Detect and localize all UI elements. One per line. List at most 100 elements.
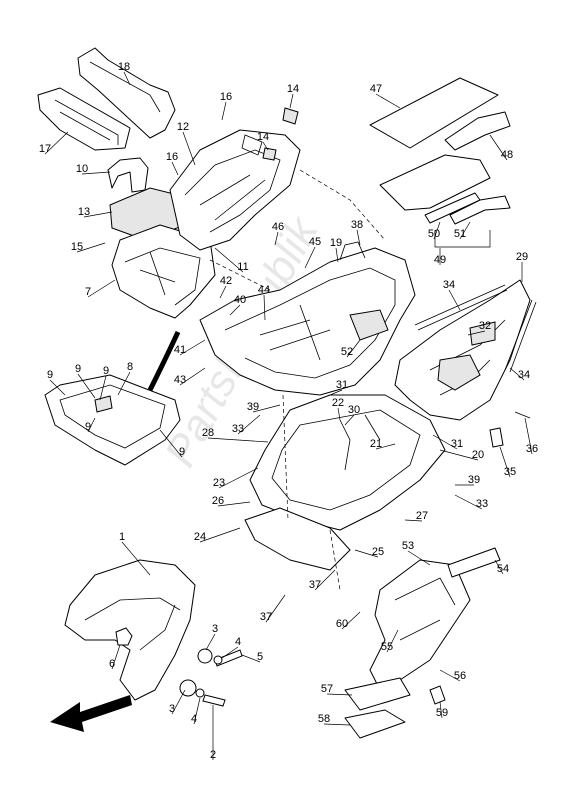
callout-number: 35 [504, 466, 516, 478]
callout-leader [323, 723, 351, 726]
callout-number: 47 [370, 83, 382, 95]
spacer-35 [489, 427, 504, 448]
callout-leader [214, 247, 244, 273]
pointer-arrow [147, 330, 181, 392]
callout-leader [221, 646, 239, 659]
retaining-bracket [107, 157, 149, 193]
nut-6 [115, 627, 133, 646]
wrench-51 [449, 195, 511, 225]
callout-number: 51 [454, 228, 466, 240]
callout-number: 34 [518, 369, 530, 381]
callout-number: 59 [436, 707, 448, 719]
callout-number: 14 [257, 131, 269, 143]
callout-number: 48 [501, 149, 513, 161]
callout-leader [237, 414, 261, 435]
callout-leader [159, 429, 183, 458]
callout-number: 33 [232, 423, 244, 435]
callout-number: 26 [212, 495, 224, 507]
callout-leader [314, 569, 336, 591]
callout-number: 40 [234, 294, 246, 306]
callout-number: 16 [166, 151, 178, 163]
callout-number: 9 [103, 365, 109, 377]
callout-number: 7 [85, 286, 91, 298]
callout-leader [494, 559, 504, 575]
callout-number: 46 [272, 221, 284, 233]
callout-leader [221, 101, 227, 121]
callout-leader [467, 330, 486, 336]
bracket-57 [344, 677, 411, 711]
callout-number: 43 [174, 374, 186, 386]
callout-leader [123, 71, 131, 86]
callout-number: 22 [332, 397, 344, 409]
bracket-58 [344, 709, 406, 739]
callout-number: 32 [479, 320, 491, 332]
callout-leader [404, 519, 423, 522]
callout-number: 18 [118, 61, 130, 73]
callout-leader [182, 131, 196, 166]
callout-leader [335, 247, 339, 263]
callout-leader [179, 339, 206, 356]
seat-cover-plate [77, 47, 176, 139]
callout-leader [205, 633, 216, 651]
callout-leader [121, 541, 151, 576]
callout-leader [439, 701, 443, 719]
callout-leader [262, 141, 269, 151]
callout-number: 41 [174, 344, 186, 356]
callout-number: 31 [451, 438, 463, 450]
callout-number: 13 [78, 206, 90, 218]
callout-leader [375, 443, 396, 450]
callout-leader [87, 279, 116, 298]
callout-leader [337, 407, 341, 421]
callout-leader [87, 417, 96, 433]
callout-leader [44, 131, 69, 155]
callout-leader [524, 417, 533, 455]
callout-number: 30 [348, 404, 360, 416]
callout-number: 34 [443, 279, 455, 291]
callout-number: 36 [526, 443, 538, 455]
pliers [444, 111, 511, 151]
callout-number: 4 [235, 636, 241, 648]
callout-number: 23 [213, 477, 225, 489]
callout-leader [99, 375, 107, 401]
callout-leader [77, 373, 96, 399]
callout-number: 52 [341, 346, 353, 358]
callout-number: 39 [247, 401, 259, 413]
callout-number: 29 [516, 251, 528, 263]
callout-number: 53 [402, 540, 414, 552]
bolt-2 [202, 694, 226, 707]
callout-leader [326, 693, 353, 696]
callout-number: 10 [76, 163, 88, 175]
callout-number: 60 [336, 618, 348, 630]
callout-number: 16 [220, 91, 232, 103]
callout-leader [207, 437, 269, 443]
callout-leader [81, 171, 111, 175]
callout-number: 3 [169, 703, 175, 715]
callout-number: 25 [372, 546, 384, 558]
callout-number: 31 [336, 379, 348, 391]
callout-leader [171, 161, 179, 176]
callout-leader [289, 93, 294, 109]
callout-leader [439, 669, 461, 682]
callout-number: 45 [309, 236, 321, 248]
callout-leader [218, 467, 259, 489]
guide-dashed-1 [209, 169, 386, 291]
callout-leader [117, 371, 131, 396]
cowling-lower [244, 507, 351, 571]
callout-leader [432, 434, 458, 450]
callout-number: 6 [109, 658, 115, 670]
callout-number: 20 [472, 449, 484, 461]
rear-tray-frame [37, 87, 131, 151]
callout-leader [252, 404, 281, 413]
callout-leader [83, 211, 113, 218]
callout-leader [489, 134, 508, 161]
callout-number: 24 [194, 531, 206, 543]
clip-14a [282, 107, 299, 125]
callout-leader [509, 367, 525, 381]
callout-number: 5 [257, 651, 263, 663]
callout-number: 3 [212, 623, 218, 635]
callout-number: 33 [476, 498, 488, 510]
callout-leader [454, 494, 483, 510]
collar-3b [179, 679, 197, 697]
